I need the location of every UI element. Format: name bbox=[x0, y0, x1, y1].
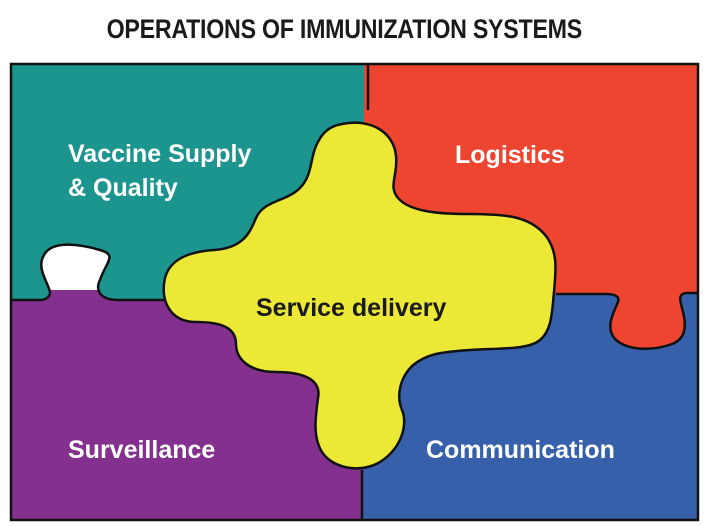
diagram-title: OPERATIONS OF IMMUNIZATION SYSTEMS bbox=[106, 14, 583, 44]
surveillance-label: Surveillance bbox=[68, 436, 215, 464]
vaccine-supply-label-line1: Vaccine Supply bbox=[68, 140, 252, 168]
logistics-label: Logistics bbox=[455, 141, 565, 169]
vaccine-supply-label-line2: & Quality bbox=[68, 174, 178, 202]
puzzle-piece-service-delivery bbox=[162, 121, 557, 470]
communication-label: Communication bbox=[426, 436, 615, 464]
puzzle-outlines bbox=[9, 62, 700, 522]
service-delivery-label: Service delivery bbox=[256, 294, 447, 322]
